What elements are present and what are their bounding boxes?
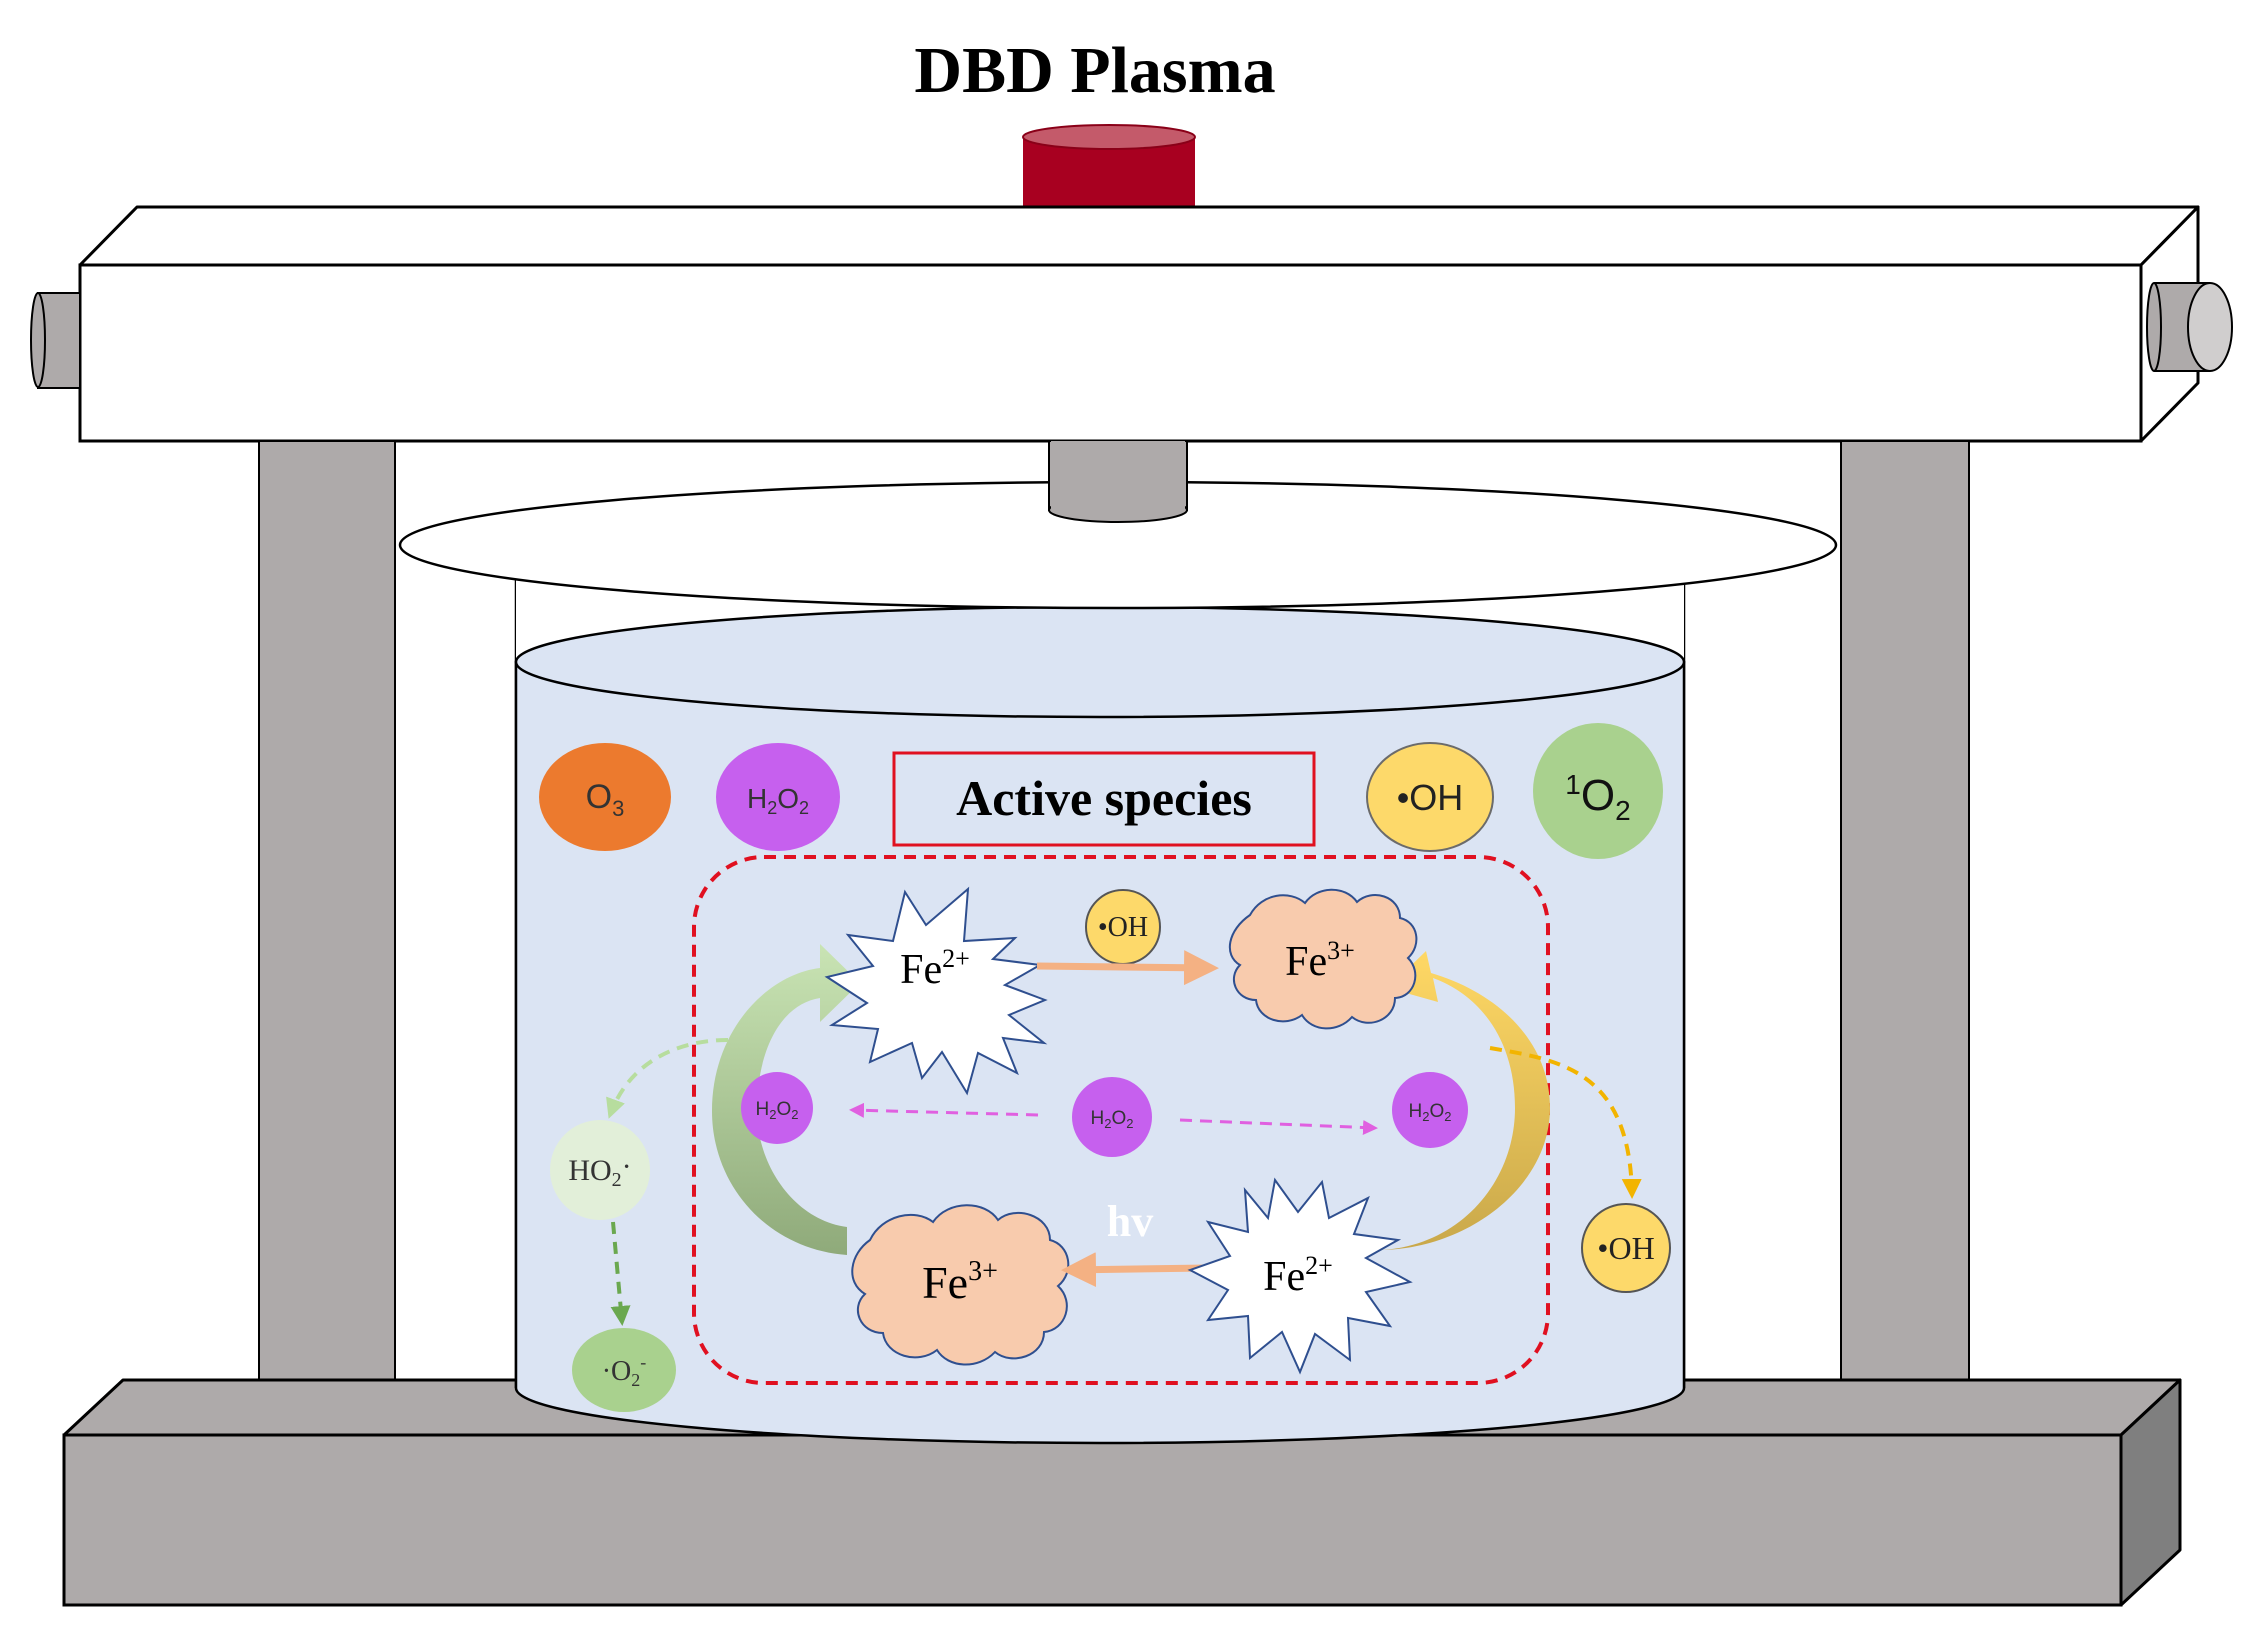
h2o2-left: H2O2 — [741, 1072, 813, 1144]
right-pillar — [1840, 440, 1970, 1423]
arrow-h2o2-left — [849, 1102, 1039, 1118]
left-pillar — [258, 440, 396, 1423]
svg-text:•OH: •OH — [1597, 1230, 1654, 1266]
svg-text:Fe2+: Fe2+ — [1263, 1251, 1333, 1300]
right-knob — [2146, 282, 2233, 372]
active-species-label: Active species — [956, 770, 1252, 826]
fe2-top-star: Fe2+ — [824, 886, 1048, 1096]
right-curved-arrow — [1382, 951, 1550, 1250]
o2-radical-species: ·O2- — [572, 1328, 676, 1412]
diagram-title: DBD Plasma — [914, 34, 1275, 107]
h2o2-species: H2O2 — [716, 743, 840, 851]
reactor-vessel — [514, 543, 1686, 1445]
left-knob — [30, 292, 81, 389]
h2o2-center: H2O2 — [1072, 1077, 1152, 1157]
svg-text:H2O2: H2O2 — [1091, 1108, 1134, 1131]
svg-text:•OH: •OH — [1397, 777, 1464, 818]
fe2-bottom-star: Fe2+ — [1187, 1177, 1413, 1375]
oh-small-species: •OH — [1085, 889, 1161, 965]
arrow-h2o2-right — [1179, 1118, 1378, 1136]
singlet-o2-species: 1O2 — [1533, 723, 1663, 859]
ho2-species: HO2· — [550, 1120, 650, 1220]
top-beam — [78, 205, 2200, 443]
svg-text:Fe3+: Fe3+ — [922, 1256, 998, 1308]
arrow-fe2-to-fe3-top — [1036, 950, 1219, 986]
svg-text:Fe3+: Fe3+ — [1285, 936, 1355, 985]
electrode-rod — [1048, 440, 1188, 523]
svg-text:HO2·: HO2· — [568, 1150, 631, 1191]
water-surface — [514, 605, 1686, 719]
active-species-box: Active species — [892, 751, 1316, 847]
oh-species: •OH — [1366, 742, 1494, 852]
svg-text:H2O2: H2O2 — [1409, 1101, 1452, 1124]
svg-text:Fe2+: Fe2+ — [900, 944, 970, 993]
fe3-bottom-cloud: Fe3+ — [851, 1204, 1070, 1366]
svg-text:1O2: 1O2 — [1565, 769, 1630, 826]
arrow-fe2-to-fe3-bottom — [1061, 1252, 1209, 1288]
svg-text:•OH: •OH — [1098, 912, 1148, 943]
arrow-to-oh-right — [1489, 1046, 1642, 1199]
hv-label: hv — [1107, 1197, 1153, 1246]
fe3-top-cloud: Fe3+ — [1228, 888, 1418, 1030]
oh-right-species: •OH — [1581, 1203, 1671, 1293]
o3-species: O3 — [539, 743, 671, 851]
svg-text:·O2-: ·O2- — [602, 1352, 647, 1390]
h2o2-right: H2O2 — [1392, 1072, 1468, 1148]
arrow-to-ho2 — [606, 1038, 729, 1119]
arrow-ho2-to-o2 — [610, 1221, 631, 1326]
svg-text:H2O2: H2O2 — [756, 1099, 799, 1122]
svg-text:H2O2: H2O2 — [747, 783, 809, 818]
left-curved-arrow — [712, 944, 860, 1255]
svg-text:O3: O3 — [586, 778, 625, 821]
